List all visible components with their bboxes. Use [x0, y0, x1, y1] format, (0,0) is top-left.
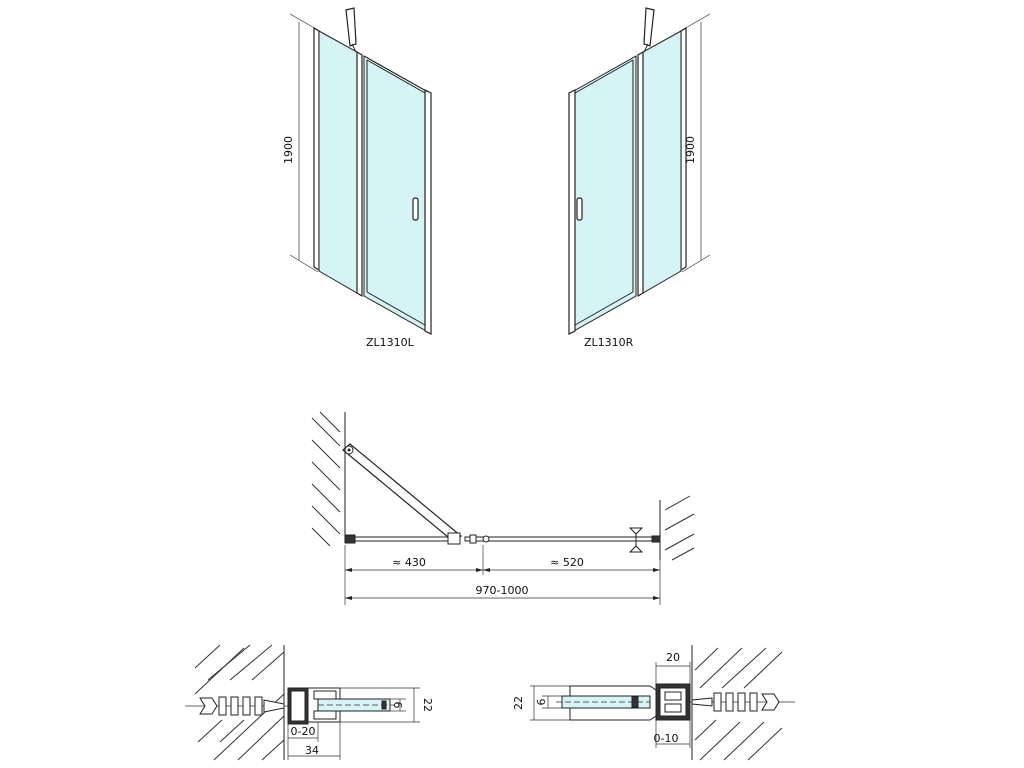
height-dimension-right: 1900	[684, 136, 697, 164]
height-dimension-left: 1900	[282, 136, 295, 164]
dimension-profile-depth-left: 34	[305, 744, 319, 757]
dimension-profile-width-right: 20	[666, 651, 680, 664]
model-label-left: ZL1310L	[366, 336, 415, 349]
dimension-adjustment-left: 0-20	[291, 725, 316, 738]
dimension-glass-thickness-right: 6	[535, 699, 548, 706]
door-glass-right	[571, 55, 637, 333]
isometric-view-left: 1900 ZL1310L	[282, 7, 432, 349]
stabilizer-bar-left	[345, 7, 357, 47]
stabilizer-bar-right	[643, 7, 655, 47]
profile-detail-right: 22 6 20 0-10	[512, 645, 795, 761]
dimension-adjustment-right: 0-10	[654, 732, 679, 745]
door-plan	[464, 536, 661, 542]
wall-hatch-right	[664, 495, 695, 561]
dimension-total-width: 970-1000	[476, 584, 529, 597]
door-handle-left	[412, 197, 419, 221]
dimension-profile-height-left: 22	[421, 698, 434, 712]
door-swing-arm	[342, 443, 462, 543]
door-glass-left	[363, 55, 429, 333]
wall-hatch-left	[311, 411, 341, 547]
dimension-left-section: ≈ 430	[392, 556, 426, 569]
dimension-right-section: ≈ 520	[550, 556, 584, 569]
model-label-right: ZL1310R	[584, 336, 634, 349]
door-handle-right	[576, 197, 583, 221]
dimension-profile-height-right: 22	[512, 696, 525, 710]
fixed-glass-panel-left	[318, 30, 358, 294]
isometric-view-right: 1900 ZL1310R	[568, 7, 711, 349]
profile-detail-left: 22 6 0-20 34	[185, 644, 434, 761]
plan-view: ≈ 430 ≈ 520 970-1000	[311, 411, 695, 605]
dimension-glass-thickness-left: 6	[391, 702, 404, 709]
fixed-glass-panel-right	[642, 30, 682, 294]
fixed-panel-plan	[344, 536, 456, 542]
